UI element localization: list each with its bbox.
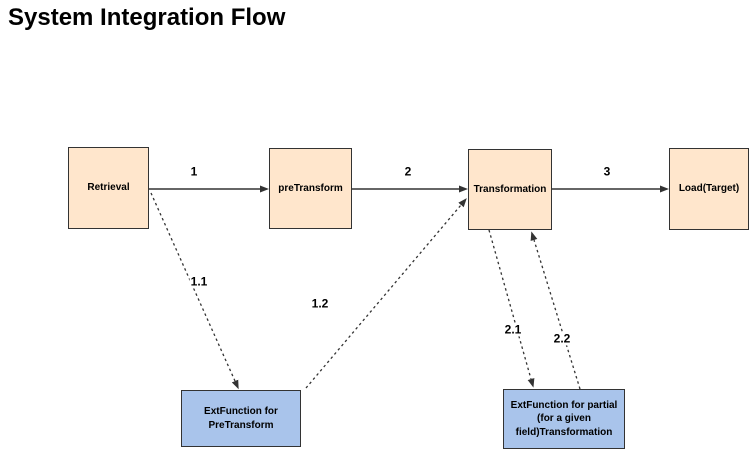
node-label-line: PreTransform [208,419,274,431]
node-label: Load(Target) [678,183,740,195]
edge-label-1-2: 1.2 [310,296,330,311]
node-transformation: Transformation [468,149,552,230]
edge-1-2 [305,198,467,389]
node-label: ExtFunction for PreTransform [202,405,280,432]
node-label-line: (for a given [537,413,591,425]
edge-2-1 [488,229,535,388]
edge-label-1-1: 1.1 [189,274,209,289]
node-extfunction-partial-transformation: ExtFunction for partial (for a given fie… [503,389,625,449]
node-label: preTransform [278,182,343,194]
diagram-title: System Integration Flow [8,4,286,31]
node-label-line: ExtFunction for partial [510,399,618,411]
edge-label-3: 3 [602,164,612,179]
node-label: Retrieval [87,182,130,194]
edge-label-2-1: 2.1 [503,322,523,337]
node-load-target: Load(Target) [669,148,749,230]
node-retrieval: Retrieval [68,147,149,229]
node-label: ExtFunction for partial (for a given fie… [509,399,620,440]
edge-label-2-2: 2.2 [552,331,572,346]
edge-label-1: 1 [189,164,199,179]
node-label: Transformation [473,183,547,195]
node-label-line: ExtFunction for [204,406,278,417]
edge-1-1 [150,192,239,390]
edge-label-2: 2 [403,164,413,179]
node-label-line: field)Transformation [515,426,613,438]
node-pretransform: preTransform [269,148,352,229]
edge-2-2 [530,231,581,390]
node-extfunction-pretransform: ExtFunction for PreTransform [181,390,301,447]
